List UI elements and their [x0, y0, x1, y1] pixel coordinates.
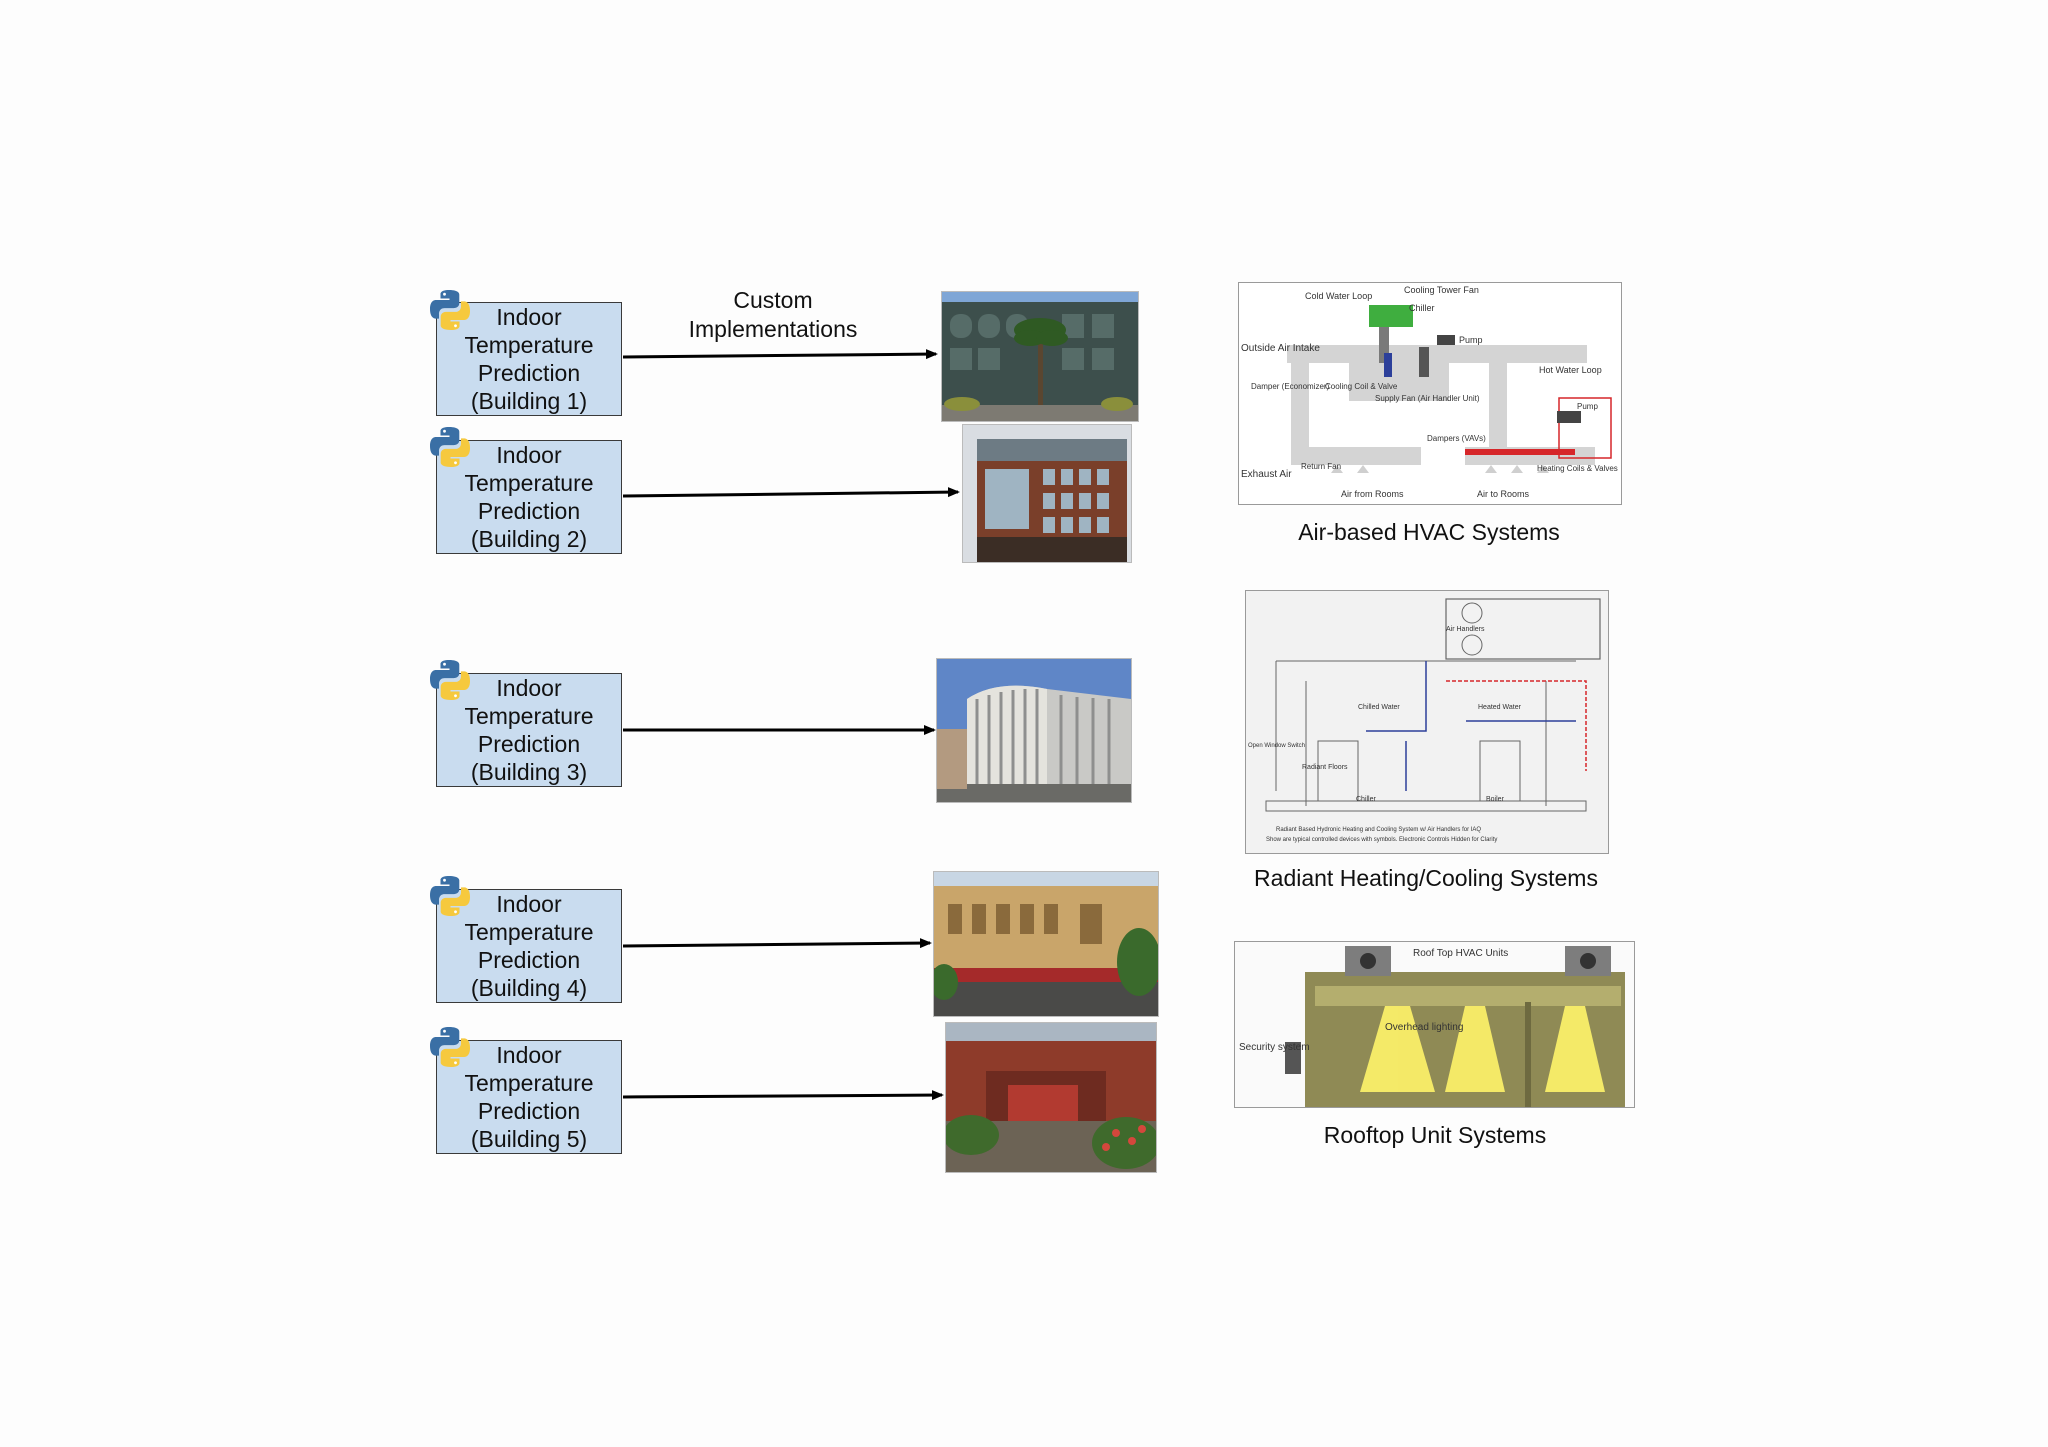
diag-caption: Radiant Based Hydronic Heating and Cooli…	[1276, 827, 1481, 833]
pred-line: (Building 3)	[470, 759, 588, 785]
diag-label: Boiler	[1486, 796, 1505, 803]
prediction-box-building-4: Indoor Temperature Prediction (Building …	[436, 889, 622, 1003]
prediction-box-text: Indoor Temperature Prediction (Building …	[444, 441, 614, 553]
diag-label: Damper (Economizer)	[1251, 382, 1330, 391]
air-based-hvac-diagram: Cold Water Loop Cooling Tower Fan Chille…	[1238, 282, 1622, 505]
diag-caption: Show are typical controlled devices with…	[1266, 837, 1497, 843]
pred-line: Indoor	[496, 304, 562, 330]
radiant-systems-title: Radiant Heating/Cooling Systems	[1254, 865, 1598, 891]
building-4-photo	[933, 871, 1159, 1017]
prediction-box-text: Indoor Temperature Prediction (Building …	[444, 890, 614, 1002]
prediction-box-building-3: Indoor Temperature Prediction (Building …	[436, 673, 622, 787]
prediction-box-building-2: Indoor Temperature Prediction (Building …	[436, 440, 622, 554]
python-logo-icon	[430, 290, 470, 330]
building-3-photo	[936, 658, 1132, 803]
building-1-photo	[941, 291, 1139, 422]
pred-line: Prediction	[477, 731, 581, 757]
building-5-photo	[945, 1022, 1157, 1173]
prediction-box-text: Indoor Temperature Prediction (Building …	[444, 1041, 614, 1153]
diag-label: Chilled Water	[1358, 704, 1400, 711]
python-logo-icon	[430, 1027, 470, 1067]
diag-label: Cooling Tower Fan	[1404, 285, 1479, 295]
radiant-heating-cooling-diagram: Air Handlers Chilled Water Heated Water …	[1245, 590, 1609, 854]
diag-label: Roof Top HVAC Units	[1413, 948, 1508, 959]
air-based-hvac-title: Air-based HVAC Systems	[1298, 519, 1560, 545]
diag-label: Return Fan	[1301, 462, 1341, 471]
pred-line: Temperature	[464, 332, 594, 358]
arrow-building-4	[622, 938, 932, 949]
diag-label: Air Handlers	[1446, 626, 1485, 633]
pred-line: Prediction	[477, 498, 581, 524]
building-2-photo	[962, 424, 1132, 563]
diag-label: Heated Water	[1478, 704, 1522, 711]
diag-label: Security system	[1239, 1042, 1310, 1053]
rooftop-unit-diagram: Roof Top HVAC Units Overhead lighting Se…	[1234, 941, 1635, 1108]
pred-line: Indoor	[496, 675, 562, 701]
pred-line: Prediction	[477, 1098, 581, 1124]
diag-label: Overhead lighting	[1385, 1022, 1463, 1033]
pred-line: (Building 4)	[470, 975, 588, 1001]
pred-line: Indoor	[496, 442, 562, 468]
custom-implementations-label: Custom Implementations	[668, 286, 878, 344]
prediction-box-text: Indoor Temperature Prediction (Building …	[444, 674, 614, 786]
python-logo-icon	[430, 660, 470, 700]
diag-label: Dampers (VAVs)	[1427, 434, 1486, 443]
pred-line: Temperature	[464, 703, 594, 729]
rooftop-systems-title: Rooftop Unit Systems	[1323, 1122, 1547, 1148]
diag-label: Pump	[1459, 335, 1483, 345]
diag-label: Heating Coils & Valves	[1537, 464, 1618, 473]
pred-line: Prediction	[477, 360, 581, 386]
diag-label: Air to Rooms	[1477, 489, 1530, 499]
python-logo-icon	[430, 876, 470, 916]
pred-line: Indoor	[496, 891, 562, 917]
diag-label: Supply Fan (Air Handler Unit)	[1375, 394, 1480, 403]
diag-label: Cooling Coil & Valve	[1325, 382, 1398, 391]
diag-label: Air from Rooms	[1341, 489, 1404, 499]
diag-label: Cold Water Loop	[1305, 291, 1372, 301]
diag-label: Exhaust Air	[1241, 469, 1292, 480]
prediction-box-text: Indoor Temperature Prediction (Building …	[444, 303, 614, 415]
pred-line: Temperature	[464, 919, 594, 945]
diag-label: Open Window Switch	[1248, 743, 1305, 749]
prediction-box-building-1: Indoor Temperature Prediction (Building …	[436, 302, 622, 416]
pred-line: Temperature	[464, 1070, 594, 1096]
prediction-box-building-5: Indoor Temperature Prediction (Building …	[436, 1040, 622, 1154]
custom-label-line-1: Custom	[733, 287, 813, 313]
diag-label: Pump	[1577, 402, 1598, 411]
pred-line: (Building 5)	[470, 1126, 588, 1152]
pred-line: (Building 1)	[470, 388, 588, 414]
diag-label: Chiller	[1409, 303, 1435, 313]
diag-label: Chiller	[1356, 796, 1377, 803]
custom-label-line-2: Implementations	[688, 316, 858, 342]
diag-label: Radiant Floors	[1302, 764, 1348, 771]
arrow-building-5	[622, 1090, 944, 1101]
pred-line: Temperature	[464, 470, 594, 496]
python-logo-icon	[430, 427, 470, 467]
pred-line: (Building 2)	[470, 526, 588, 552]
arrow-building-2	[622, 487, 960, 498]
pred-line: Indoor	[496, 1042, 562, 1068]
diag-label: Outside Air Intake	[1241, 343, 1320, 354]
diag-label: Hot Water Loop	[1539, 365, 1602, 375]
pred-line: Prediction	[477, 947, 581, 973]
arrow-building-1	[622, 349, 938, 360]
